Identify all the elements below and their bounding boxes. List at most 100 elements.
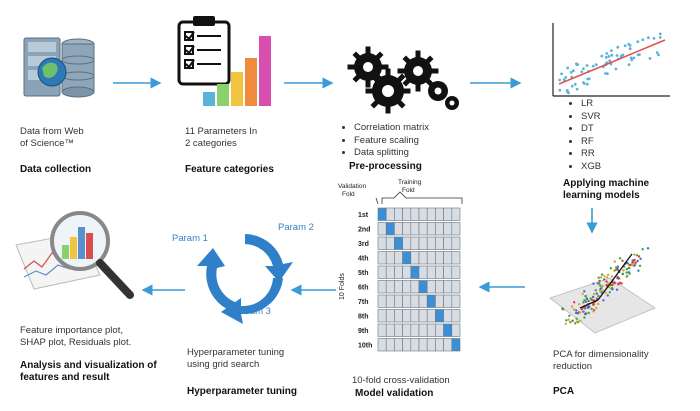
scatter-point xyxy=(648,57,652,60)
training-fold-cell xyxy=(377,236,387,250)
scatter-point xyxy=(573,82,577,86)
preprocessing-title: Pre-processing xyxy=(349,161,422,172)
pca-point xyxy=(590,307,593,311)
scatter-point xyxy=(600,54,604,58)
param2-label: Param 2 xyxy=(278,222,314,233)
pca-point xyxy=(598,290,602,293)
scatter-point xyxy=(632,56,636,60)
fold-row-label: 4th xyxy=(358,256,369,263)
training-fold-label-1: Training xyxy=(398,179,422,186)
scatter-point xyxy=(585,82,589,86)
ten-fold-grid: Validation Fold Training Fold 10 Folds 1… xyxy=(338,179,463,352)
pca-point xyxy=(637,255,641,258)
training-fold-cell xyxy=(418,294,428,308)
training-fold-cell xyxy=(435,280,444,294)
pca-point xyxy=(591,295,595,299)
scatter-point xyxy=(562,78,566,81)
pca-point xyxy=(618,281,621,284)
training-fold-cell xyxy=(418,323,428,337)
pca-point xyxy=(625,271,628,274)
pca-point xyxy=(601,289,604,293)
training-fold-cell xyxy=(435,207,444,221)
fold-row-label: 6th xyxy=(358,285,369,292)
training-fold-cell xyxy=(377,280,387,294)
param1-label: Param 1 xyxy=(172,233,208,244)
pca-point xyxy=(598,279,601,283)
training-fold-cell xyxy=(443,207,453,221)
training-fold-cell xyxy=(394,265,403,279)
training-fold-cell xyxy=(377,251,387,265)
pca-point xyxy=(616,265,620,268)
pca-point xyxy=(583,290,586,293)
pca-point xyxy=(579,319,582,322)
pca-point xyxy=(611,283,614,287)
pca-point xyxy=(601,284,604,288)
pca-point xyxy=(599,276,603,279)
analysis-desc: Feature importance plot, SHAP plot, Resi… xyxy=(20,325,132,348)
list-item: LR xyxy=(581,98,601,111)
tuning-desc: Hyperparameter tuning using grid search xyxy=(187,347,285,370)
pca-point xyxy=(622,269,625,272)
validation-fold-cell xyxy=(435,309,444,323)
validation-fold-cell xyxy=(451,338,461,352)
pca-point xyxy=(584,307,587,310)
scatter-point xyxy=(575,62,578,66)
training-fold-cell xyxy=(443,309,453,323)
pca-point xyxy=(628,272,631,275)
training-fold-cell xyxy=(377,222,387,236)
pca-point xyxy=(614,268,617,271)
pca-point xyxy=(604,291,608,295)
scatter-point xyxy=(658,36,662,39)
pca-point xyxy=(621,272,625,275)
validation-fold-cell xyxy=(402,251,412,265)
training-fold-cell xyxy=(426,338,436,352)
param3-label: Param 3 xyxy=(235,306,271,317)
pca-point xyxy=(613,281,616,285)
training-fold-cell xyxy=(402,309,412,323)
training-fold-cell xyxy=(418,338,428,352)
list-item: DT xyxy=(581,123,601,136)
pca-point xyxy=(574,322,577,325)
pca-point xyxy=(620,282,623,285)
pca-point xyxy=(595,292,598,295)
pca-point xyxy=(567,318,570,321)
training-fold-cell xyxy=(435,251,444,265)
pca-point xyxy=(617,283,620,286)
model-validation-desc: 10-fold cross-validation xyxy=(352,375,450,386)
scatter-point xyxy=(582,67,585,70)
scatter-point xyxy=(591,64,595,68)
training-fold-cell xyxy=(418,222,428,236)
training-fold-cell xyxy=(385,338,395,352)
pca-point xyxy=(582,301,585,304)
training-fold-cell xyxy=(451,280,461,294)
preprocessing-list: Correlation matrix Feature scaling Data … xyxy=(338,122,504,160)
pca-point xyxy=(605,276,609,279)
training-fold-cell xyxy=(426,251,436,265)
pca-point xyxy=(633,253,636,256)
pca-point xyxy=(582,310,585,313)
pca-point xyxy=(577,303,581,306)
pca-point xyxy=(583,316,586,319)
training-fold-cell xyxy=(443,222,453,236)
tuning-cycle-icon xyxy=(197,234,293,324)
scatter-point xyxy=(652,37,656,40)
list-item: RF xyxy=(581,136,601,149)
fold-row-label: 5th xyxy=(358,270,369,277)
validation-fold-cell xyxy=(385,222,395,236)
pca-point xyxy=(618,257,622,260)
scatter-point xyxy=(610,49,613,52)
pca-point xyxy=(585,297,588,300)
pca-point xyxy=(628,266,631,270)
pca-point xyxy=(606,294,609,297)
training-fold-cell xyxy=(410,222,420,236)
pca-point xyxy=(594,289,597,292)
pca-point xyxy=(597,294,600,298)
pca-point xyxy=(588,305,591,308)
training-fold-cell xyxy=(426,309,436,323)
scatter-point xyxy=(604,56,608,59)
pca-point xyxy=(587,299,590,303)
pca-point xyxy=(600,273,604,276)
validation-fold-cell xyxy=(443,323,453,337)
scatter-point xyxy=(558,78,562,82)
